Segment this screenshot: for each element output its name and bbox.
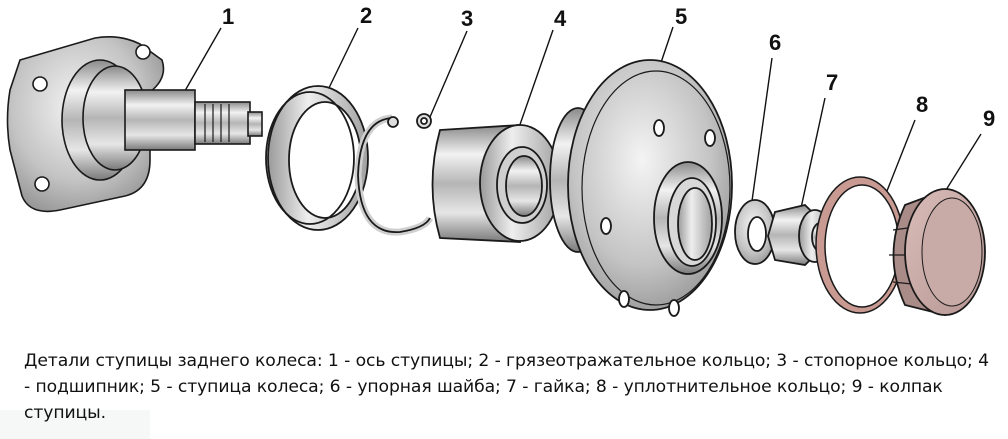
callout-number-1: 1 (222, 4, 235, 29)
callout-number-7: 7 (826, 70, 839, 95)
part-axle (6, 36, 263, 213)
part-hub-cap (889, 188, 986, 317)
callout-number-9: 9 (983, 106, 996, 131)
exploded-hub-diagram: 1 2 3 4 5 6 7 8 9 (6, 3, 996, 317)
callout-number-4: 4 (554, 6, 567, 31)
hub-assembly-illustration (6, 26, 986, 317)
diagram-caption: Детали ступицы заднего колеса: 1 - ось с… (24, 351, 989, 423)
part-hub (549, 59, 733, 317)
callout-number-8: 8 (916, 92, 929, 117)
part-seal-ring (815, 176, 905, 314)
watermark-overlay (0, 410, 150, 439)
part-dust-ring (265, 85, 369, 231)
callout-number-2: 2 (360, 3, 373, 28)
callout-number-3: 3 (461, 6, 474, 31)
callout-number-6: 6 (769, 30, 782, 55)
part-snap-ring (354, 113, 434, 236)
part-bearing (431, 124, 561, 243)
callout-number-5: 5 (675, 4, 688, 29)
